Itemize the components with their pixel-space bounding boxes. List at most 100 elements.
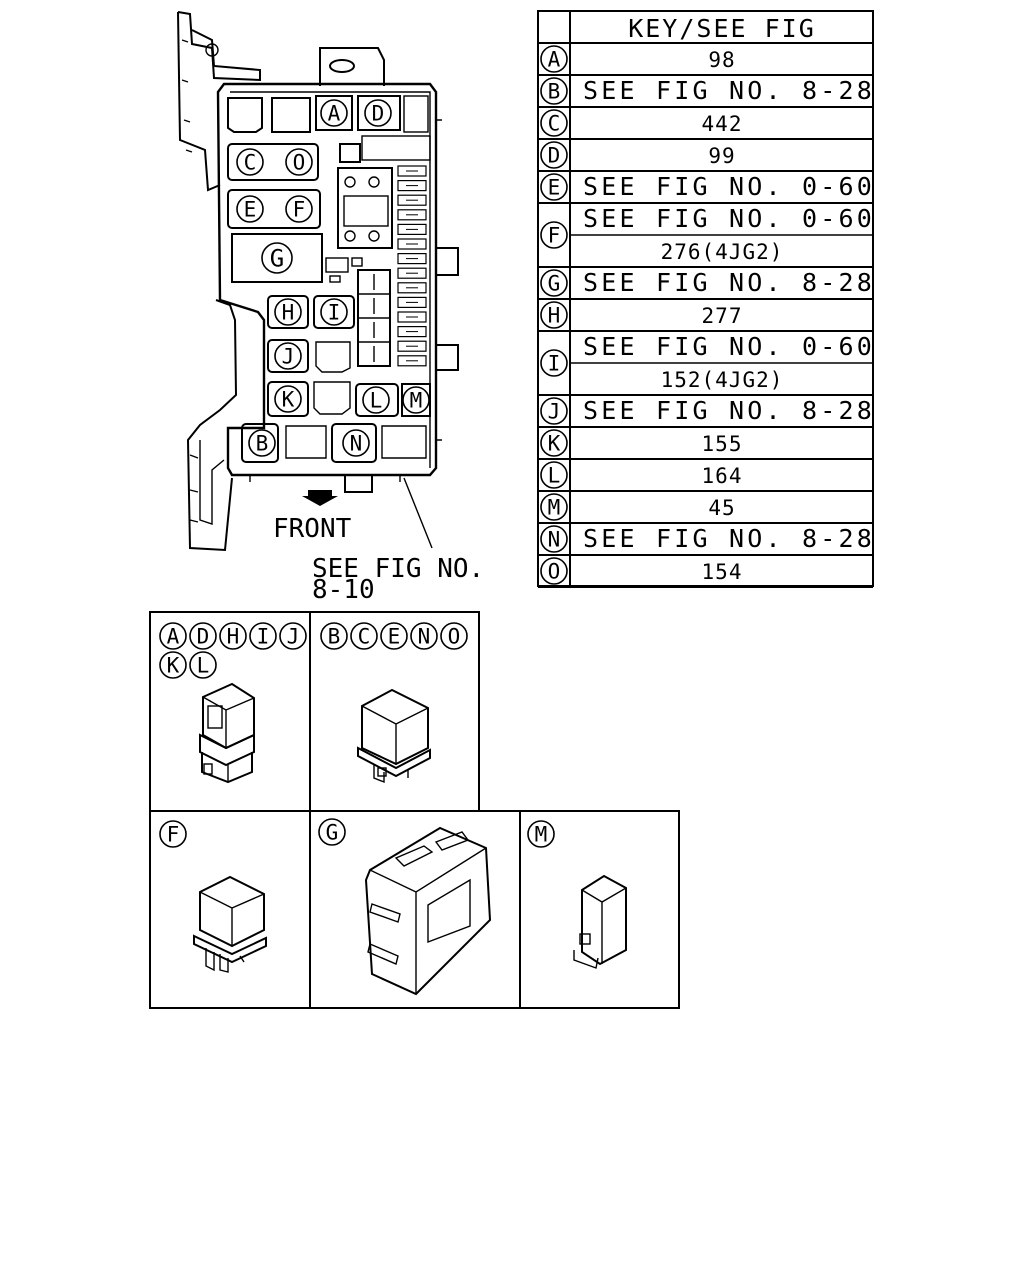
svg-text:A: A <box>167 625 180 649</box>
svg-text:E: E <box>548 176 561 200</box>
svg-text:H: H <box>282 301 295 325</box>
panel-2-key-n: N <box>410 622 438 650</box>
row-key-f: F <box>540 221 568 249</box>
svg-text:D: D <box>372 102 385 126</box>
row-key-b: B <box>540 77 568 105</box>
relay-type-f-drawing <box>193 875 267 973</box>
row-value: 154 <box>702 560 743 584</box>
fuse-slot <box>397 194 427 206</box>
fuse-box-label-h: H <box>274 298 302 326</box>
fuse-box-label-n: N <box>342 429 370 457</box>
fuse-slot <box>397 238 427 250</box>
svg-text:O: O <box>548 560 561 584</box>
svg-text:L: L <box>197 654 210 678</box>
svg-text:H: H <box>548 304 561 328</box>
panel-3-key-f: F <box>159 820 187 848</box>
fuse-slot <box>397 282 427 294</box>
svg-text:A: A <box>328 102 341 126</box>
row-value: SEE FIG NO. 0-60 <box>583 332 875 361</box>
row-key-g: G <box>540 269 568 297</box>
svg-text:A: A <box>548 48 561 72</box>
row-key-j: J <box>540 397 568 425</box>
svg-text:N: N <box>350 432 363 456</box>
row-value: 277 <box>702 304 743 328</box>
fuse-slot <box>397 253 427 265</box>
fuse-box-label-i: I <box>320 298 348 326</box>
svg-text:G: G <box>326 821 339 845</box>
svg-text:J: J <box>548 400 561 424</box>
row-key-i: I <box>540 349 568 377</box>
fuse-slot <box>397 223 427 235</box>
fuse-box-label-c: C <box>236 148 264 176</box>
table-row: G SEE FIG NO. 8-28 <box>540 268 875 297</box>
fuse-slot <box>397 355 427 367</box>
panel-1-key-d: D <box>189 622 217 650</box>
svg-text:F: F <box>548 224 561 248</box>
panel-1-key-a: A <box>159 622 187 650</box>
relay-type-m-drawing <box>573 874 627 969</box>
svg-text:D: D <box>548 144 561 168</box>
row-value: SEE FIG NO. 0-60 <box>583 172 875 201</box>
table-row: J SEE FIG NO. 8-28 <box>540 396 875 425</box>
svg-text:G: G <box>548 272 561 296</box>
row-value: SEE FIG NO. 8-28 <box>583 268 875 297</box>
table-row: H 277 <box>540 301 743 329</box>
svg-text:K: K <box>282 388 295 412</box>
fuse-box-label-k: K <box>274 385 302 413</box>
row-value: 99 <box>708 144 735 168</box>
svg-text:L: L <box>370 389 383 413</box>
panel-1-key-j: J <box>279 622 307 650</box>
front-label: FRONT <box>273 514 352 544</box>
row-value: 276(4JG2) <box>661 240 784 264</box>
relay-type-2-drawing <box>357 688 431 784</box>
svg-text:E: E <box>244 198 257 222</box>
svg-text:B: B <box>328 625 341 649</box>
svg-text:K: K <box>548 432 561 456</box>
row-key-k: K <box>540 429 568 457</box>
svg-text:I: I <box>328 301 341 325</box>
table-header: KEY/SEE FIG <box>628 14 816 43</box>
fuse-slot <box>397 267 427 279</box>
svg-text:N: N <box>418 625 431 649</box>
panel-5-key-m: M <box>527 820 555 848</box>
panel-4-key-g: G <box>318 818 346 846</box>
fuse-box-label-d: D <box>364 99 392 127</box>
row-value: SEE FIG NO. 8-28 <box>583 396 875 425</box>
svg-text:I: I <box>548 352 561 376</box>
table-row: D 99 <box>540 141 735 169</box>
svg-text:M: M <box>535 823 548 847</box>
table-row: A 98 <box>540 45 735 73</box>
row-key-m: M <box>540 493 568 521</box>
fuse-slot <box>397 326 427 338</box>
svg-text:M: M <box>410 389 423 413</box>
panel-2-key-c: C <box>350 622 378 650</box>
svg-text:B: B <box>256 432 269 456</box>
row-value: SEE FIG NO. 8-28 <box>583 524 875 553</box>
fuse-box-label-f: F <box>285 195 313 223</box>
fuse-slot <box>397 209 427 221</box>
row-value: SEE FIG NO. 8-28 <box>583 76 875 105</box>
svg-text:O: O <box>293 151 306 175</box>
fuse-box-label-m: M <box>402 386 430 414</box>
fuse-box-label-g: G <box>261 242 293 274</box>
table-row: O 154 <box>540 557 743 585</box>
svg-text:C: C <box>358 625 371 649</box>
fuse-slot <box>397 165 427 177</box>
front-arrow-icon <box>302 490 338 506</box>
row-value: 442 <box>702 112 743 136</box>
svg-text:G: G <box>270 245 284 273</box>
svg-text:L: L <box>548 464 561 488</box>
svg-text:O: O <box>448 625 461 649</box>
fuse-slot <box>397 340 427 352</box>
svg-text:H: H <box>227 625 240 649</box>
panel-2-key-e: E <box>380 622 408 650</box>
fuse-slot <box>397 180 427 192</box>
row-value: 98 <box>708 48 735 72</box>
